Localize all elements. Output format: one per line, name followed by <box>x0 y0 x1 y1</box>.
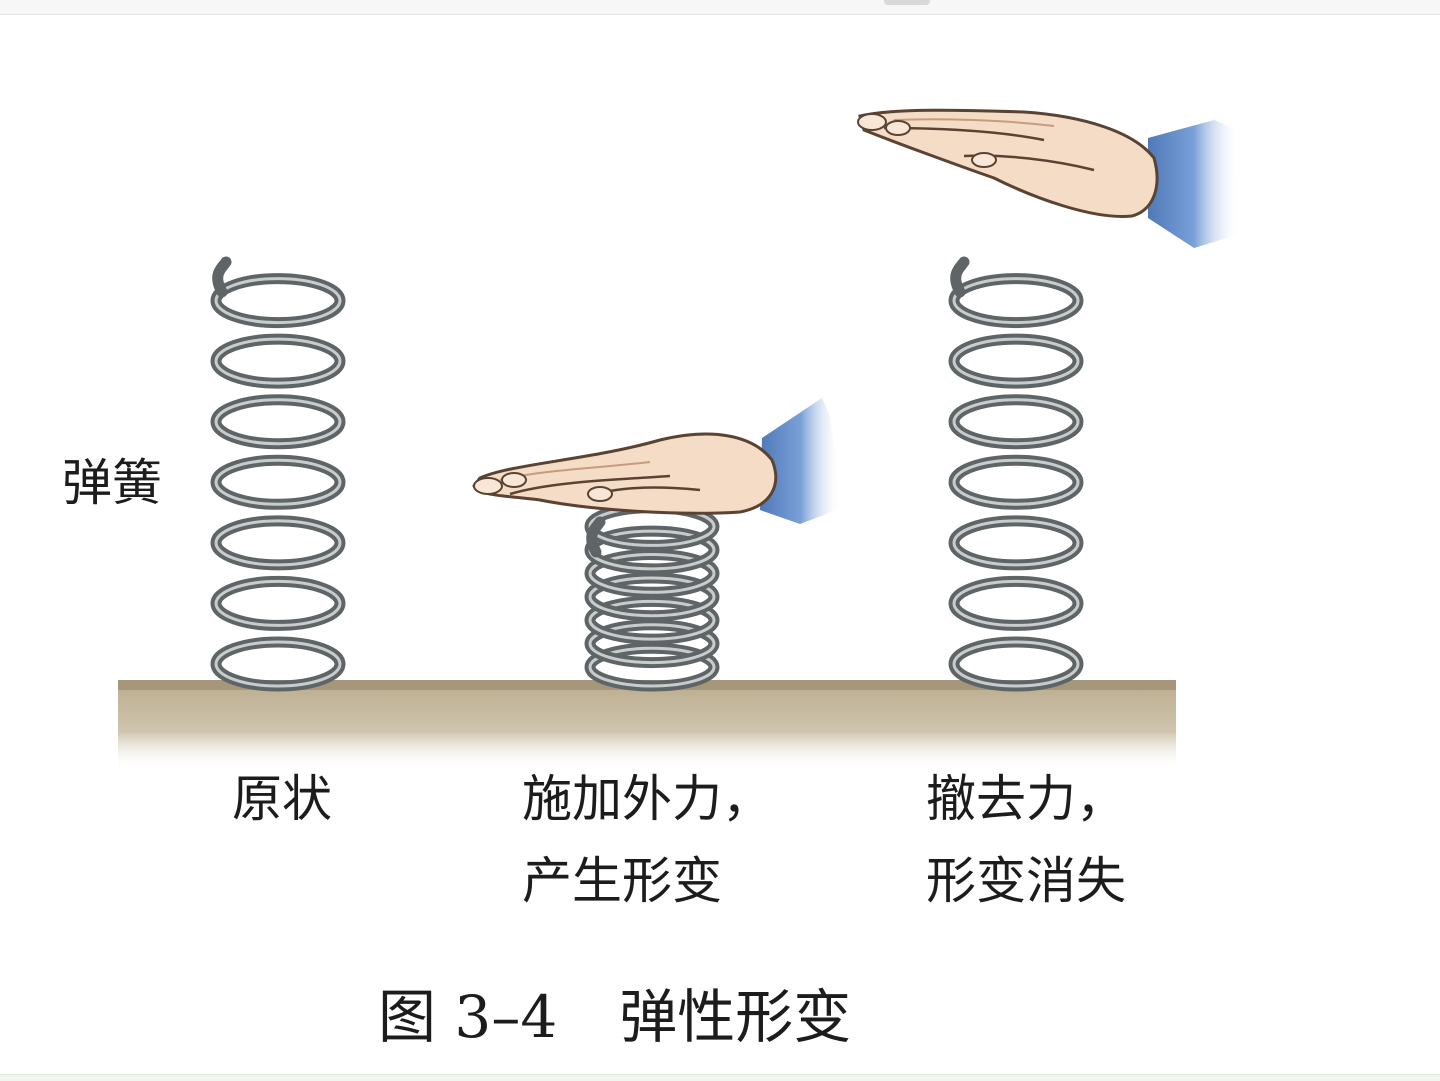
spring-end <box>212 256 232 298</box>
spring-coil-highlight <box>952 579 1080 627</box>
label-released-line2: 形变消失 <box>926 852 1126 910</box>
spring-end <box>950 256 970 298</box>
spring-coil-highlight <box>214 579 342 627</box>
viewer-bottom-edge <box>0 1074 1440 1081</box>
spring-coil-highlight <box>214 640 342 688</box>
label-compressed-line2: 产生形变 <box>522 852 722 910</box>
palm-lifted <box>858 108 1159 218</box>
spring-coil-highlight <box>952 640 1080 688</box>
spring-coil-highlight <box>588 576 716 618</box>
spring-coil-highlight <box>214 337 342 385</box>
spring-end <box>586 516 606 558</box>
spring-coil-highlight <box>952 337 1080 385</box>
spring-coil-highlight <box>952 458 1080 506</box>
label-original-state: 原状 <box>232 770 332 828</box>
spring-coil-highlight <box>214 519 342 567</box>
figure-caption: 图 3–4 弹性形变 <box>378 970 851 1054</box>
spring-coil-highlight <box>214 277 342 325</box>
spring-coil-highlight <box>952 398 1080 446</box>
spring-label: 弹簧 <box>62 454 162 512</box>
spring-coil-highlight <box>588 553 716 594</box>
spring-coil-highlight <box>588 623 716 665</box>
table <box>118 680 1176 770</box>
label-compressed-line1: 施加外力， <box>522 770 772 828</box>
palm-pressing <box>472 432 778 515</box>
spring-coil-highlight <box>588 599 716 641</box>
figure-title: 弹性形变 <box>619 983 852 1051</box>
spring-coil-highlight <box>952 277 1080 325</box>
spring-released <box>948 256 1084 692</box>
spring-coil-highlight <box>214 398 342 446</box>
sleeve-pressing <box>760 398 842 524</box>
spring-original <box>210 256 346 692</box>
hand-lifted <box>857 108 1240 248</box>
spring-coil-highlight <box>952 519 1080 567</box>
label-released-line1: 撤去力， <box>926 770 1126 828</box>
spring-compressed <box>584 502 720 692</box>
table-front <box>118 684 1176 770</box>
viewer-top-bar <box>0 0 1440 15</box>
spring-coil-highlight <box>588 646 716 688</box>
figure-number: 图 3–4 <box>378 983 558 1051</box>
sleeve-lifted <box>1148 120 1240 248</box>
viewer-tab-handle[interactable] <box>884 0 930 5</box>
hand-pressing <box>472 398 842 524</box>
spring-coil-highlight <box>214 458 342 506</box>
